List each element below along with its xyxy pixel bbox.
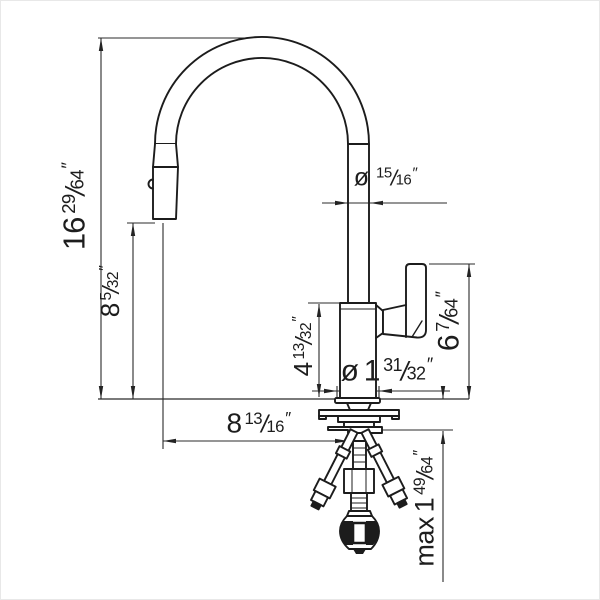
dim-label-spray-head-height: 85/32″ (95, 266, 125, 318)
supply-hose-left (310, 428, 359, 511)
spray-button (147, 178, 154, 190)
base-flange (334, 397, 381, 411)
gooseneck-spout (154, 36, 370, 145)
pulldown-spray-head (147, 143, 179, 220)
dim-label-max-counter-thickness: max149/64″ (409, 451, 440, 567)
faucet-body (339, 302, 377, 399)
spout-tube (347, 143, 370, 304)
dim-label-body-height: 413/32″ (288, 317, 318, 377)
dim-label-overall-height: 1629/64″ (56, 163, 92, 251)
dim-label-handle-top-height: 67/64″ (432, 292, 466, 352)
handle-lever (375, 263, 427, 339)
sprayer-weight (339, 510, 380, 554)
dimension-lines (98, 37, 475, 582)
mounting-hardware (318, 409, 400, 512)
dimension-arrowheads (98, 38, 472, 444)
supply-hose-right (360, 428, 409, 509)
